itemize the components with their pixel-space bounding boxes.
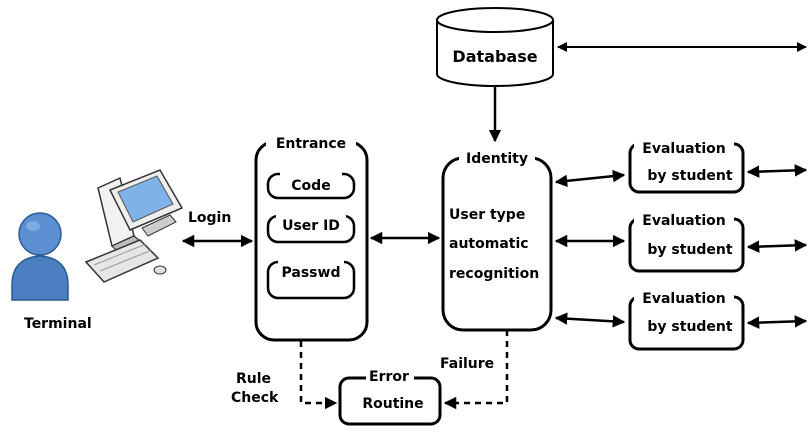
eval3-out-arrow [746,315,808,329]
user-id-field: User ID [266,212,356,244]
identity-eval3-arrow [554,312,626,328]
eval1-out-arrow [746,164,808,178]
passwd-field: Passwd [266,258,356,300]
entrance-node: Entrance Code User ID Passwd [254,136,369,342]
database-label: Database [452,47,537,66]
terminal-label: Terminal [24,316,92,332]
entrance-label: Entrance [276,136,346,152]
desktop-computer-icon [84,169,184,283]
evaluation-2-line2: by student [647,242,732,258]
evaluation-node-1: Evaluation by student [628,138,745,194]
failure-flow [443,330,509,410]
evaluation-1-line1: Evaluation [642,141,725,157]
identity-text-line1: User type [449,207,525,223]
identity-text-line3: recognition [449,266,539,282]
database-node: Database [436,7,554,87]
identity-label: Identity [466,151,528,167]
identity-eval1-arrow [554,169,626,188]
login-label: Login [188,210,231,226]
code-label: Code [291,178,330,194]
identity-node: Identity User type automatic recognition [441,150,553,332]
rule-check-flow [299,341,338,410]
user-id-label: User ID [282,218,340,234]
user-icon [11,212,69,301]
code-field: Code [266,171,356,200]
evaluation-1-line2: by student [647,168,732,184]
evaluation-node-3: Evaluation by student [628,291,745,351]
error-line2: Routine [362,396,423,412]
evaluation-node-2: Evaluation by student [628,213,745,273]
passwd-label: Passwd [282,265,341,281]
rule-check-label-line2: Check [231,390,279,406]
identity-text-line2: automatic [449,236,529,252]
evaluation-2-line1: Evaluation [642,213,725,229]
evaluation-3-line2: by student [647,319,732,335]
rule-check-label-line1: Rule [236,371,271,387]
error-line1: Error [369,369,409,385]
eval2-out-arrow [746,239,808,253]
evaluation-3-line1: Evaluation [642,291,725,307]
failure-label: Failure [440,356,494,372]
error-routine-node: Error Routine [338,369,442,426]
